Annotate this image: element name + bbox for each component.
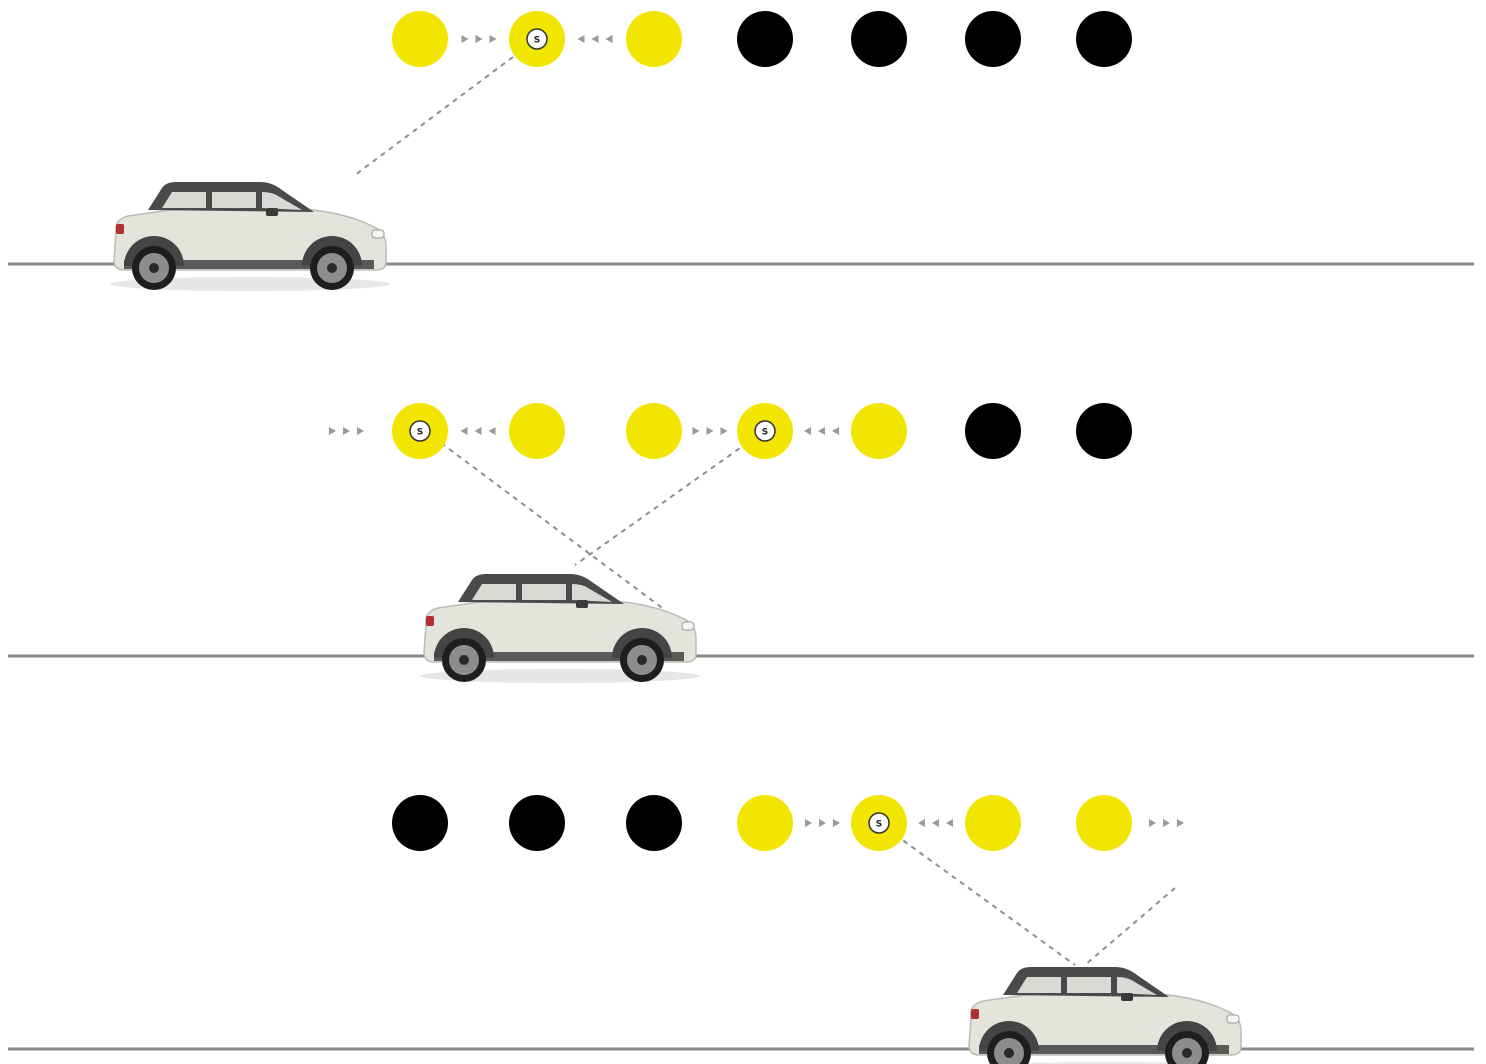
direction-arrow-right	[692, 427, 728, 435]
car-icon	[110, 182, 390, 291]
direction-arrow-left	[918, 819, 953, 827]
car-icon	[420, 574, 700, 683]
street-lamp-off	[1076, 11, 1132, 67]
scene-3: S	[8, 795, 1474, 1051]
sensor-icon: S	[754, 420, 776, 442]
street-lamp-on	[965, 795, 1021, 851]
street-lamp-on	[392, 11, 448, 67]
street-lamp-off	[851, 11, 907, 67]
direction-arrow-left	[804, 427, 839, 435]
street-lamp-on	[737, 795, 793, 851]
street-lamp-off	[965, 403, 1021, 459]
direction-arrow-right	[461, 35, 497, 43]
sensor-beam-line	[1084, 887, 1176, 966]
sensor-label: S	[417, 428, 423, 438]
car-icon	[968, 967, 1242, 1064]
sensor-label: S	[534, 36, 540, 46]
street-lamp-off	[509, 795, 565, 851]
street-lamp-off	[737, 11, 793, 67]
sensor-icon: S	[868, 812, 890, 834]
street-lamp-on	[626, 403, 682, 459]
direction-arrow-right	[805, 819, 840, 827]
street-lamp-on	[509, 403, 565, 459]
street-lamp-on	[851, 403, 907, 459]
street-lamp-on	[1076, 795, 1132, 851]
street-lamp-off	[965, 11, 1021, 67]
sensor-label: S	[762, 428, 768, 438]
direction-arrow-right	[1149, 819, 1184, 827]
direction-arrow-left	[577, 35, 613, 43]
street-lamp-off	[392, 795, 448, 851]
sensor-beam-line	[878, 822, 1076, 966]
sensor-beam-line	[354, 38, 538, 176]
street-lamp-off	[1076, 403, 1132, 459]
sensor-icon: S	[526, 28, 548, 50]
scene-1: S	[8, 11, 1474, 266]
sensor-beam-line	[574, 430, 765, 566]
street-lamp-off	[626, 795, 682, 851]
sensor-icon: S	[409, 420, 431, 442]
sensor-label: S	[876, 820, 882, 830]
direction-arrow-left	[460, 427, 496, 435]
direction-arrow-right	[329, 427, 364, 435]
street-lamp-on	[626, 11, 682, 67]
